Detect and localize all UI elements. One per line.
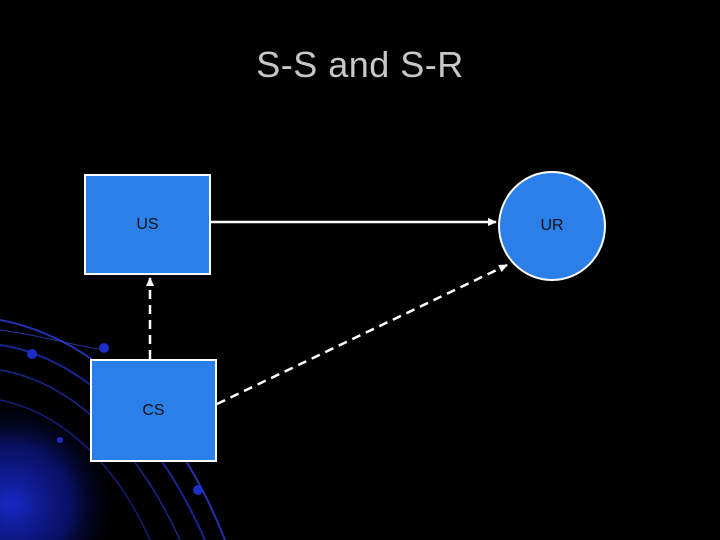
slide-title: S-S and S-R [256,44,464,85]
node-ur-label: UR [540,217,564,234]
node-cs: CS [90,359,217,462]
node-cs-label: CS [142,401,165,419]
node-us-label: US [136,215,159,233]
node-ur: UR [498,171,606,281]
node-us: US [84,174,211,275]
